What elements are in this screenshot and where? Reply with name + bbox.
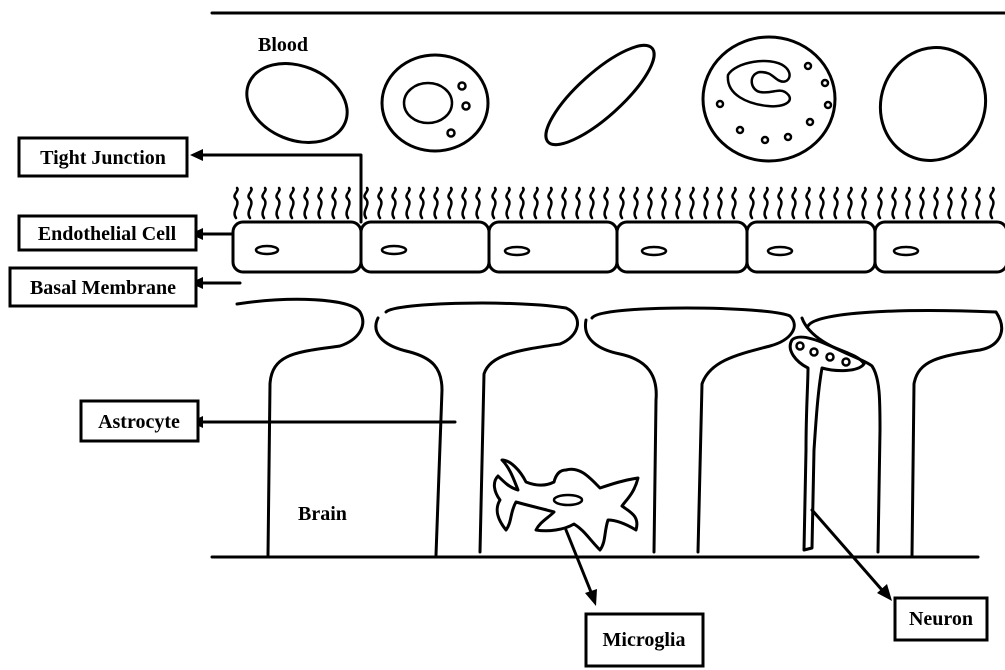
- glycocalyx-strand: [406, 188, 409, 218]
- red-blood-cell: [865, 33, 1002, 176]
- brain-label: Brain: [298, 503, 347, 525]
- glycocalyx: [234, 188, 993, 218]
- glycocalyx-strand: [820, 188, 823, 218]
- glycocalyx-strand: [848, 188, 851, 218]
- glycocalyx-strand: [434, 188, 437, 218]
- glycocalyx-strand: [276, 188, 279, 218]
- astrocyte-label: Astrocyte: [98, 411, 180, 433]
- glycocalyx-strand: [662, 188, 665, 218]
- elongated-blood-cell: [533, 32, 666, 158]
- glycocalyx-strand: [878, 188, 881, 218]
- glycocalyx-strand: [892, 188, 895, 218]
- glycocalyx-strand: [420, 188, 423, 218]
- microglia-arrowhead: [585, 589, 597, 606]
- glycocalyx-strand: [704, 188, 707, 218]
- pointers: [190, 149, 892, 606]
- glycocalyx-strand: [304, 188, 307, 218]
- glycocalyx-strand: [520, 188, 523, 218]
- endothelial-cell-label: Endothelial Cell: [38, 223, 177, 245]
- glycocalyx-strand: [392, 188, 395, 218]
- glycocalyx-strand: [346, 188, 349, 218]
- glycocalyx-strand: [378, 188, 381, 218]
- glycocalyx-strand: [576, 188, 579, 218]
- glycocalyx-strand: [562, 188, 565, 218]
- astrocytes: [237, 299, 1002, 556]
- glycocalyx-strand: [620, 188, 623, 218]
- glycocalyx-strand: [548, 188, 551, 218]
- endothelial-cell: [361, 222, 489, 272]
- endothelial-cell: [233, 222, 361, 272]
- tight-junction-arrowhead: [190, 149, 203, 161]
- glycocalyx-strand: [778, 188, 781, 218]
- glycocalyx-strand: [806, 188, 809, 218]
- glycocalyx-strand: [834, 188, 837, 218]
- glycocalyx-strand: [732, 188, 735, 218]
- lymphocyte: [382, 55, 488, 151]
- glycocalyx-strand: [962, 188, 965, 218]
- glycocalyx-strand: [764, 188, 767, 218]
- tight-junction-label: Tight Junction: [40, 147, 166, 169]
- endothelial-cell: [747, 222, 875, 272]
- glycocalyx-strand: [590, 188, 593, 218]
- glycocalyx-strand: [690, 188, 693, 218]
- red-blood-cell: [235, 49, 359, 157]
- glycocalyx-strand: [248, 188, 251, 218]
- glycocalyx-strand: [718, 188, 721, 218]
- glycocalyx-strand: [792, 188, 795, 218]
- glycocalyx-strand: [506, 188, 509, 218]
- glycocalyx-strand: [262, 188, 265, 218]
- glycocalyx-strand: [906, 188, 909, 218]
- neuron-label: Neuron: [909, 608, 973, 630]
- glycocalyx-strand: [234, 188, 237, 218]
- glycocalyx-strand: [648, 188, 651, 218]
- glycocalyx-strand: [462, 188, 465, 218]
- microglia-label: Microglia: [603, 629, 686, 651]
- glycocalyx-strand: [976, 188, 979, 218]
- astrocyte-process: [585, 320, 656, 552]
- neutrophil: [703, 37, 835, 161]
- glycocalyx-strand: [750, 188, 753, 218]
- glycocalyx-strand: [364, 188, 367, 218]
- glycocalyx-strand: [948, 188, 951, 218]
- glycocalyx-strand: [290, 188, 293, 218]
- glycocalyx-strand: [332, 188, 335, 218]
- endothelial-cell: [617, 222, 747, 272]
- glycocalyx-strand: [534, 188, 537, 218]
- glycocalyx-strand: [934, 188, 937, 218]
- glycocalyx-strand: [634, 188, 637, 218]
- glycocalyx-strand: [492, 188, 495, 218]
- glycocalyx-strand: [920, 188, 923, 218]
- astrocyte-process: [376, 318, 442, 555]
- endothelial-cell: [875, 222, 1005, 272]
- endothelial-layer: [233, 222, 1005, 272]
- glycocalyx-strand: [476, 188, 479, 218]
- basal-membrane-label: Basal Membrane: [30, 277, 176, 299]
- glycocalyx-strand: [448, 188, 451, 218]
- neuron: [790, 337, 864, 550]
- glycocalyx-strand: [604, 188, 607, 218]
- microglia: [494, 460, 638, 550]
- glycocalyx-strand: [676, 188, 679, 218]
- blood-label: Blood: [258, 34, 308, 56]
- glycocalyx-strand: [990, 188, 993, 218]
- glycocalyx-strand: [862, 188, 865, 218]
- glycocalyx-strand: [318, 188, 321, 218]
- astrocyte-process: [592, 308, 794, 552]
